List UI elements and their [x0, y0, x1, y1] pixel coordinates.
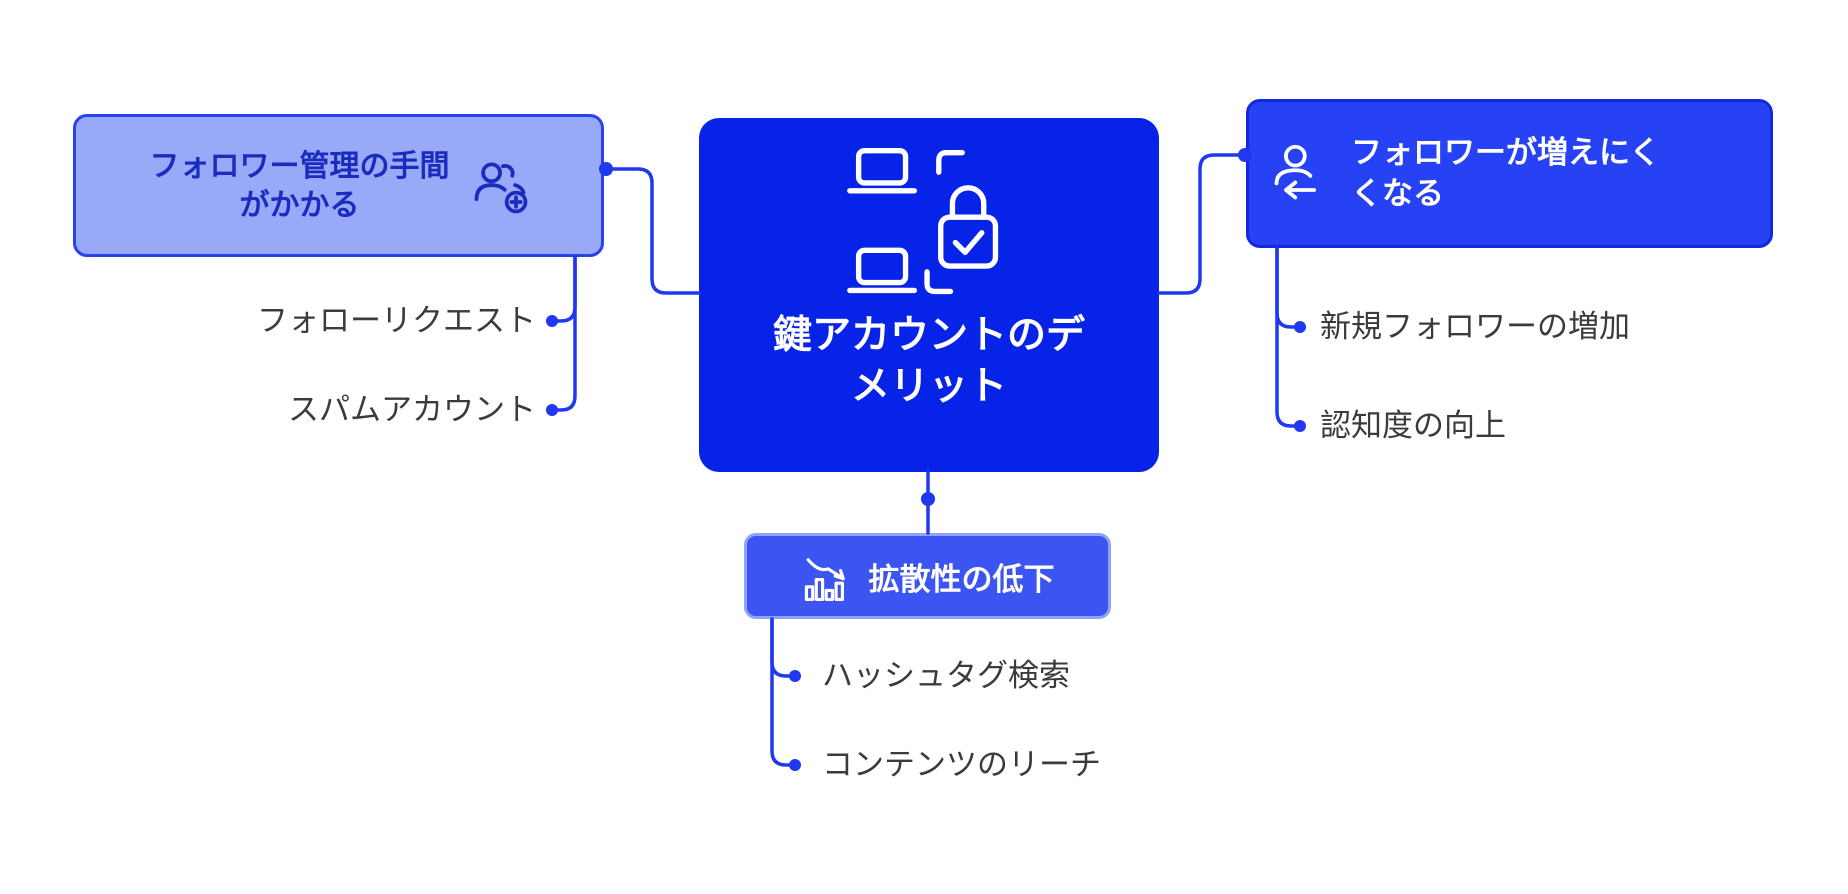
branch-node-follower-management[interactable]: フォロワー管理の手間がかかる: [73, 114, 604, 257]
center-node-locked-account-disadvantages[interactable]: 鍵アカウントのデメリット: [699, 118, 1159, 472]
child-item-spam-account[interactable]: スパムアカウント: [288, 392, 536, 427]
branch-node-reduced-reach[interactable]: 拡散性の低下: [744, 533, 1111, 619]
child-item-content-reach[interactable]: コンテンツのリーチ: [822, 747, 1101, 782]
secured-devices-icon: [843, 144, 1015, 302]
branch-label-follower-management: フォロワー管理の手間がかかる: [149, 149, 450, 222]
follower-decrease-icon: [1269, 142, 1333, 206]
branch-node-fewer-new-followers[interactable]: フォロワーが増えにくくなる: [1246, 99, 1773, 248]
center-node-title: 鍵アカウントのデメリット: [772, 314, 1085, 409]
branch-label-reduced-reach: 拡散性の低下: [868, 561, 1055, 597]
child-item-awareness-increase[interactable]: 認知度の向上: [1320, 408, 1506, 443]
declining-chart-icon: [801, 549, 855, 603]
child-item-follow-request[interactable]: フォローリクエスト: [257, 303, 536, 338]
child-item-hashtag-search[interactable]: ハッシュタグ検索: [822, 658, 1070, 693]
child-item-new-follower-growth[interactable]: 新規フォロワーの増加: [1320, 309, 1630, 344]
branch-label-fewer-new-followers: フォロワーが増えにくくなる: [1351, 135, 1661, 211]
add-follower-icon: [469, 154, 533, 218]
